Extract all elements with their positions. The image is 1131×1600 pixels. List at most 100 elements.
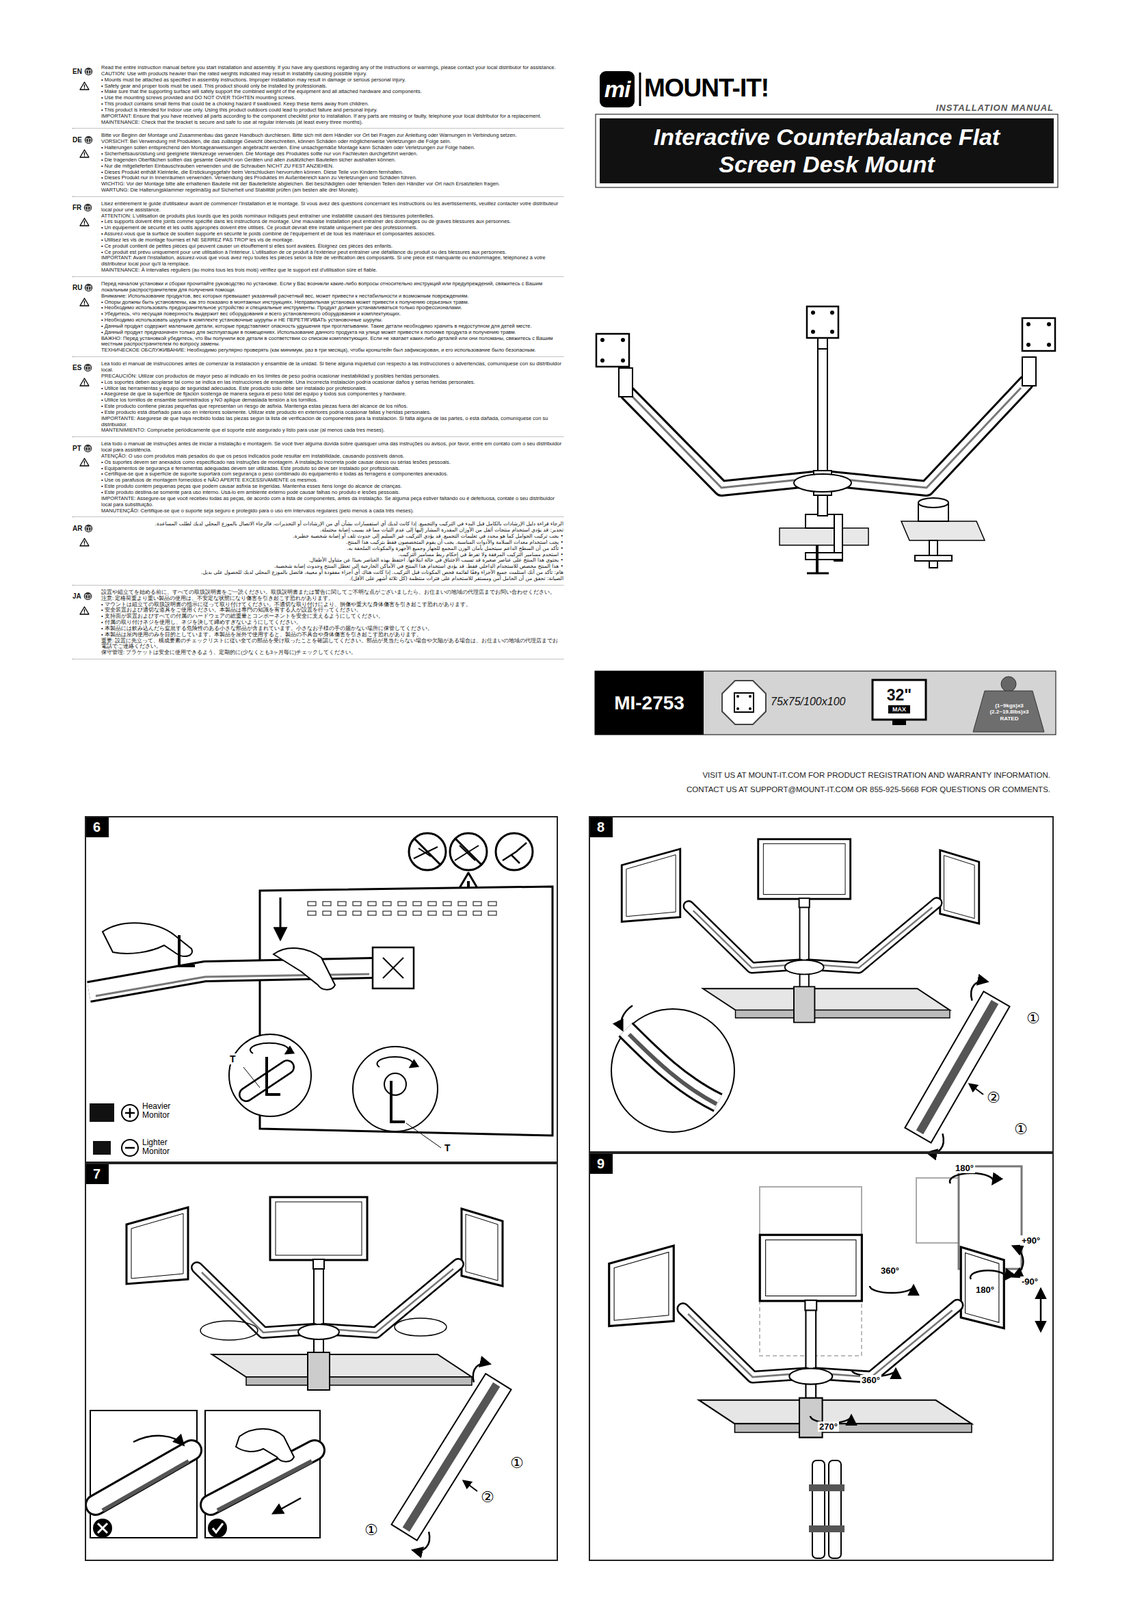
safety-paragraph: IMPORTANTE: Assegure-se que você recebeu… [101,495,564,509]
weight-icon: (1~9kgs)x3 (2.2~19.8lbs)x3RATED [976,692,1043,731]
node-text: Interactive Counterbalance Flat Screen D… [624,123,1029,178]
safety-paragraph: • هذا المنتج مخصص للاستخدام الداخلي فقط.… [101,563,564,570]
language-body: Lisez entièrement le guide d'utilisateur… [101,201,564,274]
safety-paragraph: • Use os parafusos de montagem fornecido… [101,477,564,484]
language-code: FR [72,203,82,212]
step-8-illustration [611,839,1026,1157]
safety-paragraph: Lea todo el manual de instrucciones ante… [101,361,564,374]
tool-label-holder: T [443,1141,452,1153]
safety-paragraph: 重要: 設置に先立って、構成要素のチェックリストに従い全ての部品を受け取ったこと… [101,637,564,651]
step-panel: 9 [588,1152,1054,1561]
safety-paragraph: • 付属の取り付けネジを使用し、ネジを決して締めすぎないようにしてください。 [101,619,564,626]
node-text: 7 [86,1163,109,1184]
node-text: 32" [886,687,913,703]
language-block: AR الرجاء قراءة دليل الإرشادات بالكامل قب… [72,519,564,585]
safety-paragraph: CAUTION: Use with products heavier than … [101,71,564,78]
warning-icon [79,377,90,387]
safety-paragraph: • Необходимо использовать предохранитель… [101,304,564,312]
safety-paragraph: • 本製品には飲み込んだら窒息する危険性のある小さな部品が含まれています。小さな… [101,625,564,632]
callout-number-holder: ① [1025,1010,1041,1026]
language-code: PT [72,444,82,452]
warning-icon [79,297,90,307]
language-code-area: RU [72,281,102,354]
safety-paragraph: • Certifique-se que a superfície de supo… [101,471,564,478]
safety-paragraph: • Ce produit est prévu uniquement pour u… [101,249,564,256]
safety-paragraph: • Use the mounting screws provided and D… [101,95,564,102]
monitor-size-icon: 32"MAX [873,681,925,720]
safety-paragraph: • Убедитесь, что несущая поверхность выд… [101,311,564,318]
safety-paragraph: • Опоры должны быть установлены, как это… [101,299,564,306]
safety-paragraph: • Utilisez les vis de montage fournies e… [101,237,564,244]
safety-paragraph: • استخدم مسامير التركيب المرفقة ولا تفرط… [101,551,564,558]
node-text: (1~9kgs)x3 (2.2~19.8lbs)x3 [976,702,1043,715]
adjust-note: Lighter Monitor [142,1137,192,1156]
callout-number-holder: ① [363,1522,379,1538]
safety-paragraph: • This product contains small items that… [101,101,564,108]
language-code: DE [72,136,83,144]
safety-paragraph: • Utilice los tornillos de ensamble sumi… [101,397,564,404]
safety-paragraph: 保守管理: ブラケットは安全に使用できるよう、定期的に(少なくとも3ヶ月毎に)チ… [101,649,564,656]
tool-label-holder: T [228,1053,238,1064]
callout-number: ② [986,1089,1002,1106]
language-block: FR Lisez entièrement le guide d'utilisate… [72,198,564,277]
rotation-angle: 180° [953,1162,976,1173]
node-text: mi [604,75,631,103]
callout-number-holder: ① [1013,1121,1029,1137]
logo-badge: mi [599,71,635,108]
safety-paragraph: • Les supports doivent être joints comme… [101,218,564,225]
node-text: MI-2753 [614,692,685,714]
tool-label: T [443,1141,452,1153]
rotation-angle-holder: -90° [1020,1275,1040,1287]
callout-number: ① [1025,1010,1041,1026]
adjust-note-holder: Heavier Monitor [142,1101,192,1120]
manual-icon [84,523,93,533]
language-code-area: AR [72,521,102,582]
safety-paragraph: • Die tragenden Oberflächen sollten das … [101,157,564,164]
step-panel: 8 [588,815,1054,1153]
safety-paragraph: • Este producto contiene piezas pequeñas… [101,403,564,410]
safety-paragraph: ATTENTION: L'utilisation de produits plu… [101,213,564,220]
language-body: 設置や組立てを始める前に、すべての取扱説明書をご一読ください。取扱説明書または警… [101,589,564,656]
language-code-area: ES [72,361,102,434]
safety-paragraph: • Los soportes deben acoplarse tal como … [101,379,564,386]
safety-text-column: ENRead the entire instruction manual bef… [72,62,564,662]
language-code-area: JA [72,589,102,656]
safety-paragraph: • يجب استخدام معدات السلامة والأدوات الم… [101,539,564,546]
node-text: 8 [590,817,613,837]
contact-line-holder: VISIT US AT MOUNT-IT.COM FOR PRODUCT REG… [601,770,1051,779]
rotation-angle: 270° [817,1420,840,1432]
language-code: JA [72,592,82,600]
safety-paragraph: PRECAUCIÓN: Utilizar con productos de ma… [101,373,564,380]
brand-name: MOUNT-IT! [644,75,769,101]
node-text: RATED [1000,715,1019,722]
safety-paragraph: Read the entire instruction manual befor… [101,64,564,72]
language-body: الرجاء قراءة دليل الإرشادات بالكامل قبل … [101,521,564,582]
safety-paragraph: • Nur die mitgelieferten Einbauschrauben… [101,163,564,170]
safety-paragraph: • 支持面が装置およびすべての付属のハードウェアの総重量とコンポーネントを安全に… [101,613,564,620]
rotation-angle: +90° [1020,1234,1042,1246]
node-text: 9 [590,1153,613,1174]
language-block: DEBitte vor Beginn der Montage und Zusam… [72,130,564,197]
safety-paragraph: • Este produto destina-se somente para u… [101,489,564,496]
node-text: 6 [86,817,109,837]
rotation-angle-holder: 180° [953,1162,976,1173]
title-bar: Interactive Counterbalance Flat Screen D… [599,118,1054,184]
manual-icon [84,67,93,76]
safety-paragraph: WARTUNG: Die Halterungsklammer regelmäßi… [101,187,564,194]
language-block: ENRead the entire instruction manual bef… [72,62,564,129]
safety-paragraph: هام: تأكد من أنك استلمت جميع الأجزاء وفق… [101,569,564,576]
rotation-angle-holder: 360° [879,1265,901,1276]
safety-paragraph: الرجاء قراءة دليل الإرشادات بالكامل قبل … [101,521,564,528]
manual-icon [83,591,93,601]
callout-number: ① [1013,1121,1029,1137]
language-body: Lea todo el manual de instrucciones ante… [101,361,564,434]
language-code: AR [72,524,83,532]
language-code-area: DE [72,132,102,193]
safety-paragraph: IMPORTANT: Ensure that you have received… [101,113,564,120]
rotation-angle-holder: 180° [974,1284,996,1295]
safety-paragraph: • Este producto está diseñado para uso e… [101,409,564,416]
spec-bar [594,670,1056,735]
safety-paragraph: WICHTIG: Vor der Montage bitte alle erha… [101,181,564,188]
spec-band: 75x75/100x10032"MAX(1~9kgs)x3 (2.2~19.8l… [703,670,1056,735]
